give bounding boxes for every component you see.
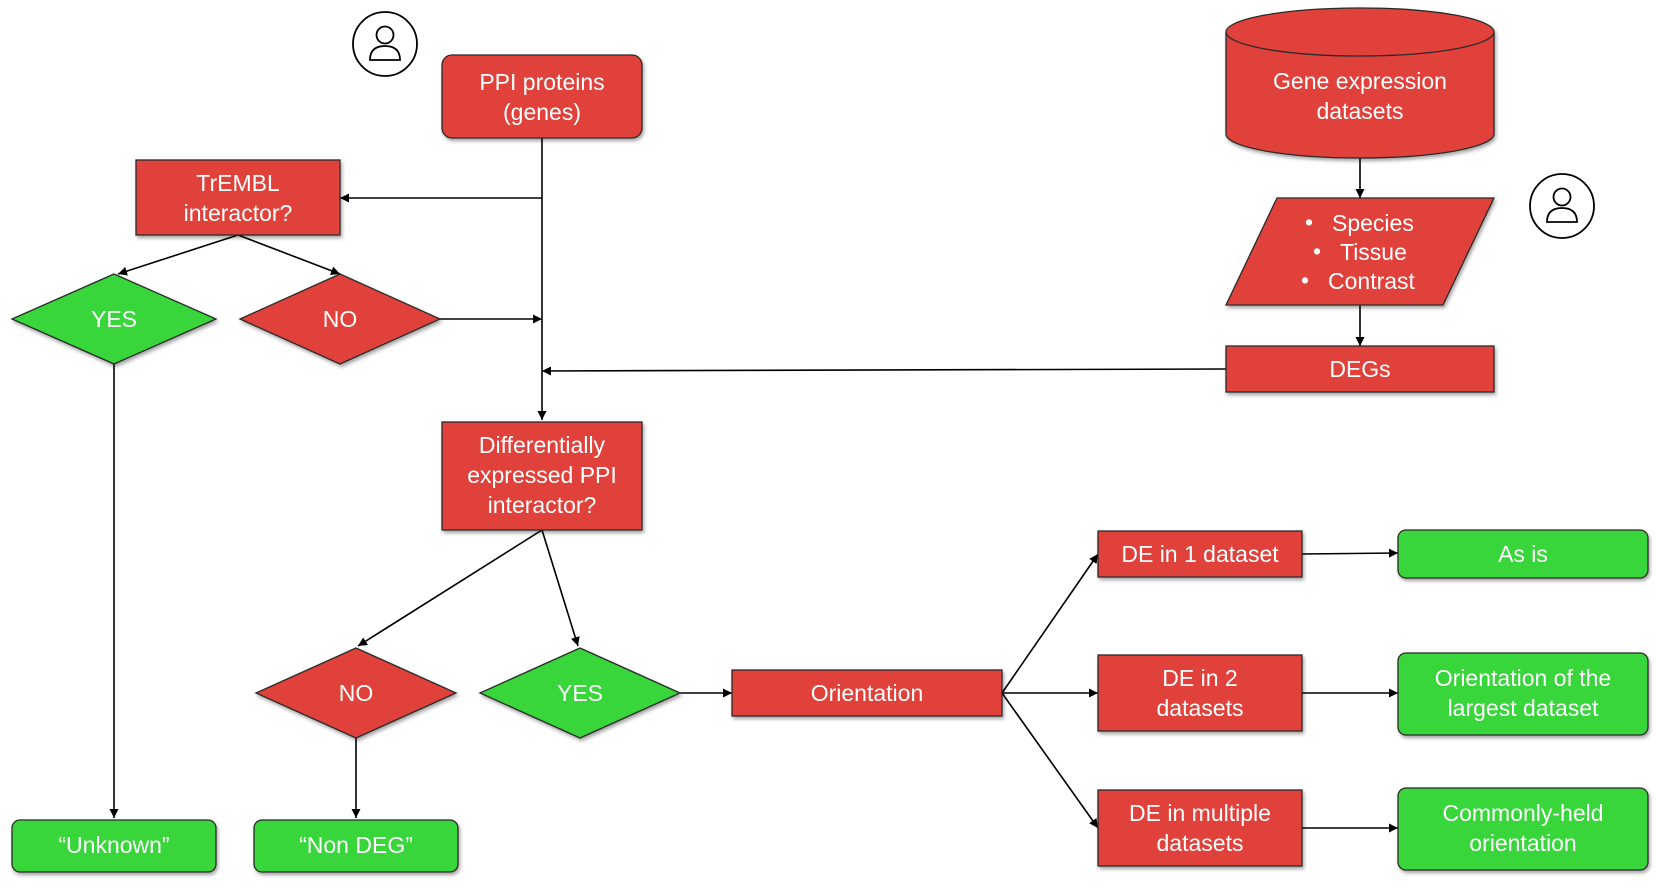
largest-label-1: Orientation of the bbox=[1435, 665, 1611, 691]
edge-trembl-to-yes bbox=[117, 234, 239, 276]
as-is-box: As is bbox=[1397, 529, 1649, 579]
edges bbox=[109, 138, 1399, 833]
trembl-interactor-box: TrEMBL interactor? bbox=[135, 159, 341, 236]
orientation-label: Orientation bbox=[811, 680, 924, 706]
de-ppi-interactor-box: Differentially expressed PPI interactor? bbox=[441, 421, 643, 531]
gene-expression-label-1: Gene expression bbox=[1273, 68, 1447, 94]
edge-trembl-to-no bbox=[237, 234, 341, 275]
de-multiple-label-1: DE in multiple bbox=[1129, 800, 1271, 826]
edge-orientation-to-dem bbox=[1001, 692, 1099, 829]
commonly-held-label-1: Commonly-held bbox=[1442, 800, 1603, 826]
degs-box: DEGs bbox=[1225, 345, 1495, 393]
unknown-label: “Unknown” bbox=[58, 832, 169, 858]
de-2-datasets-box: DE in 2 datasets bbox=[1097, 654, 1303, 732]
largest-label-2: largest dataset bbox=[1448, 695, 1599, 721]
de-ppi-label-3: interactor? bbox=[488, 492, 597, 518]
de-ppi-label-1: Differentially bbox=[479, 432, 606, 458]
de-ppi-label-2: expressed PPI bbox=[467, 462, 617, 488]
no-bottom-label: NO bbox=[339, 680, 374, 706]
filter-bullet-1: • bbox=[1305, 209, 1313, 235]
orientation-box: Orientation bbox=[731, 669, 1003, 717]
commonly-held-label-2: orientation bbox=[1469, 830, 1576, 856]
gene-expression-database: Gene expression datasets bbox=[1225, 7, 1495, 159]
unknown-box: “Unknown” bbox=[11, 819, 217, 873]
gene-expression-label-2: datasets bbox=[1317, 98, 1404, 124]
edge-degs-to-trunk bbox=[541, 366, 1227, 376]
as-is-label: As is bbox=[1498, 541, 1548, 567]
commonly-held-box: Commonly-held orientation bbox=[1397, 787, 1649, 871]
de-2-label-1: DE in 2 bbox=[1162, 665, 1237, 691]
trembl-label-2: interactor? bbox=[184, 200, 293, 226]
non-deg-box: “Non DEG” bbox=[253, 819, 459, 873]
yes-diamond-top: YES bbox=[10, 273, 218, 365]
de-1-dataset-box: DE in 1 dataset bbox=[1097, 530, 1303, 578]
yes-diamond-bottom: YES bbox=[478, 647, 682, 739]
degs-label: DEGs bbox=[1329, 356, 1390, 382]
yes-top-label: YES bbox=[91, 306, 137, 332]
trembl-label-1: TrEMBL bbox=[196, 170, 280, 196]
de-multiple-datasets-box: DE in multiple datasets bbox=[1097, 789, 1303, 867]
de-2-label-2: datasets bbox=[1157, 695, 1244, 721]
non-deg-label: “Non DEG” bbox=[299, 832, 413, 858]
largest-dataset-box: Orientation of the largest dataset bbox=[1397, 652, 1649, 736]
filters-parallelogram: • Species • Tissue • Contrast bbox=[1224, 197, 1496, 306]
filter-bullet-2: • bbox=[1313, 238, 1321, 264]
no-top-label: NO bbox=[323, 306, 358, 332]
de-multiple-label-2: datasets bbox=[1157, 830, 1244, 856]
user-icon bbox=[352, 11, 418, 77]
filter-species: Species bbox=[1332, 210, 1414, 236]
no-diamond-bottom: NO bbox=[254, 647, 458, 739]
ppi-proteins-label-2: (genes) bbox=[503, 99, 581, 125]
edge-deppi-to-no bbox=[357, 529, 543, 647]
de-1-label: DE in 1 dataset bbox=[1121, 541, 1279, 567]
edge-deppi-to-yes bbox=[541, 529, 580, 647]
filter-tissue: Tissue bbox=[1340, 239, 1407, 265]
yes-bottom-label: YES bbox=[557, 680, 603, 706]
edge-orientation-to-de1 bbox=[1001, 553, 1099, 694]
filter-bullet-3: • bbox=[1301, 267, 1309, 293]
filter-contrast: Contrast bbox=[1328, 268, 1416, 294]
ppi-proteins-label-1: PPI proteins bbox=[479, 69, 604, 95]
no-diamond-top: NO bbox=[238, 273, 442, 365]
ppi-proteins-box: PPI proteins (genes) bbox=[441, 54, 643, 139]
edge-de1-to-asis bbox=[1301, 548, 1399, 558]
user-icon bbox=[1529, 173, 1595, 239]
